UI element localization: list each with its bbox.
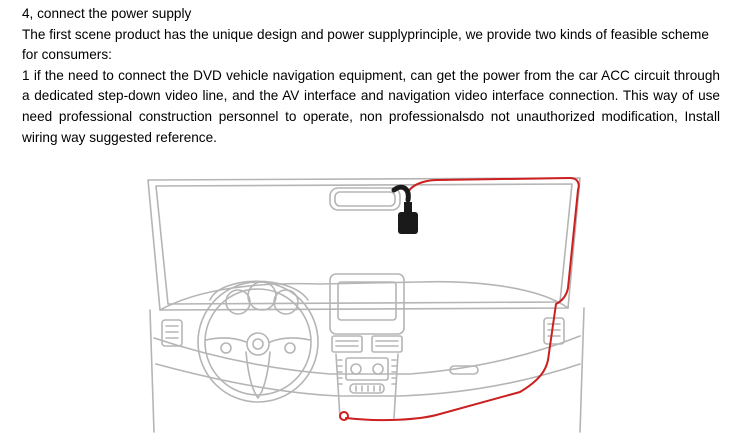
rearview-mirror — [329, 187, 401, 211]
center-air-vent-left — [331, 335, 363, 353]
dashboard-lower-line — [153, 335, 581, 375]
windshield-outline — [147, 177, 581, 311]
steering-wheel-spokes — [205, 337, 311, 399]
steering-wheel-rim — [197, 281, 319, 403]
dashcam-device — [398, 212, 418, 234]
acc-power-plug — [339, 411, 349, 421]
dashboard-wiring-illustration — [140, 170, 600, 444]
dashboard-right-edge — [579, 307, 585, 433]
console-button-row — [349, 383, 385, 394]
dashboard-shelf-line — [155, 363, 581, 397]
steering-button-left — [220, 342, 232, 354]
center-console-frame — [329, 273, 405, 335]
steering-wheel-inner-rim — [204, 288, 312, 396]
climate-control-panel — [345, 357, 389, 381]
center-console-body — [335, 353, 399, 419]
dashcam-mount — [391, 184, 411, 203]
left-air-vent — [161, 319, 183, 347]
dashboard-wiring-svg — [147, 177, 585, 433]
gauge-center — [247, 281, 277, 311]
intro-paragraph: The first scene product has the unique d… — [22, 26, 709, 63]
dashcam-neck — [404, 202, 412, 214]
gauge-right — [273, 289, 299, 315]
power-cable — [345, 177, 580, 422]
steering-button-right — [284, 342, 296, 354]
dashboard-top-line — [159, 280, 569, 311]
document-text: 4, connect the power supply The first sc… — [22, 4, 720, 148]
glovebox-handle — [449, 365, 479, 375]
navigation-screen — [337, 281, 397, 321]
center-air-vent-right — [371, 335, 403, 353]
windshield-inner-outline — [155, 183, 573, 305]
steering-wheel-hub — [246, 332, 270, 356]
section-heading: 4, connect the power supply — [22, 6, 192, 21]
console-right-buttons — [391, 359, 397, 385]
dashboard-left-edge — [149, 309, 155, 433]
console-left-buttons — [337, 359, 343, 385]
option-1-paragraph: 1 if the need to connect the DVD vehicle… — [22, 67, 720, 145]
